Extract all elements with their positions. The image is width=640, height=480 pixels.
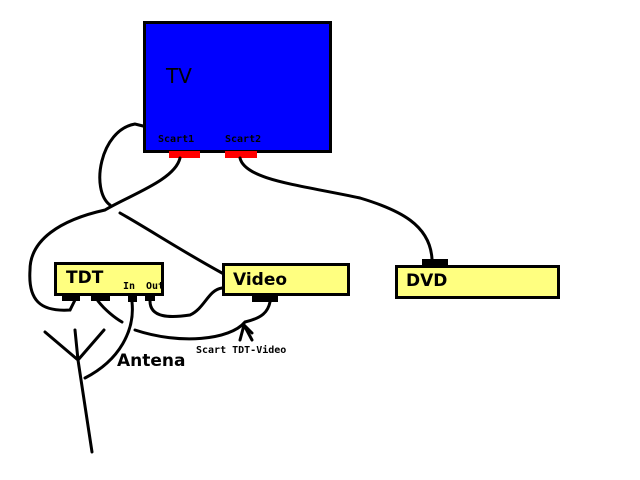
video-port — [252, 296, 278, 302]
tdt-box — [54, 262, 164, 296]
tdt-label: TDT — [66, 268, 104, 288]
wire-antenna-in — [83, 300, 134, 380]
scart-tdt-video-label: Scart TDT-Video — [196, 345, 287, 356]
scart2-connector — [225, 151, 257, 158]
antenna-icon — [43, 328, 106, 454]
video-box — [222, 263, 350, 296]
wire-tdt-video-loop — [98, 122, 145, 207]
arrow-icon — [238, 322, 254, 342]
wire-tdt-port2 — [96, 299, 124, 324]
wire-scart-tdt-video — [133, 300, 272, 341]
tdt-port-out — [145, 295, 155, 301]
scart1-label: Scart1 — [158, 134, 195, 145]
tdt-out-label: Out — [146, 281, 165, 292]
tdt-port-2 — [91, 295, 110, 301]
tdt-port-1 — [62, 295, 80, 301]
antenna-label: Antena — [117, 351, 186, 371]
dvd-box — [395, 265, 560, 299]
tv-box — [143, 21, 332, 153]
wire-scart2-dvd — [238, 156, 434, 261]
tdt-in-label: In — [123, 281, 136, 292]
tv-label: TV — [166, 64, 192, 88]
wire-tv-to-video — [118, 211, 224, 275]
dvd-label: DVD — [406, 271, 448, 291]
scart1-connector — [169, 151, 200, 158]
video-label: Video — [233, 270, 288, 290]
wire-tdt-out-video — [148, 286, 224, 318]
wire-scart1-tdt — [28, 156, 182, 312]
tdt-port-in — [128, 295, 137, 302]
scart2-label: Scart2 — [225, 134, 262, 145]
dvd-port — [422, 259, 448, 266]
